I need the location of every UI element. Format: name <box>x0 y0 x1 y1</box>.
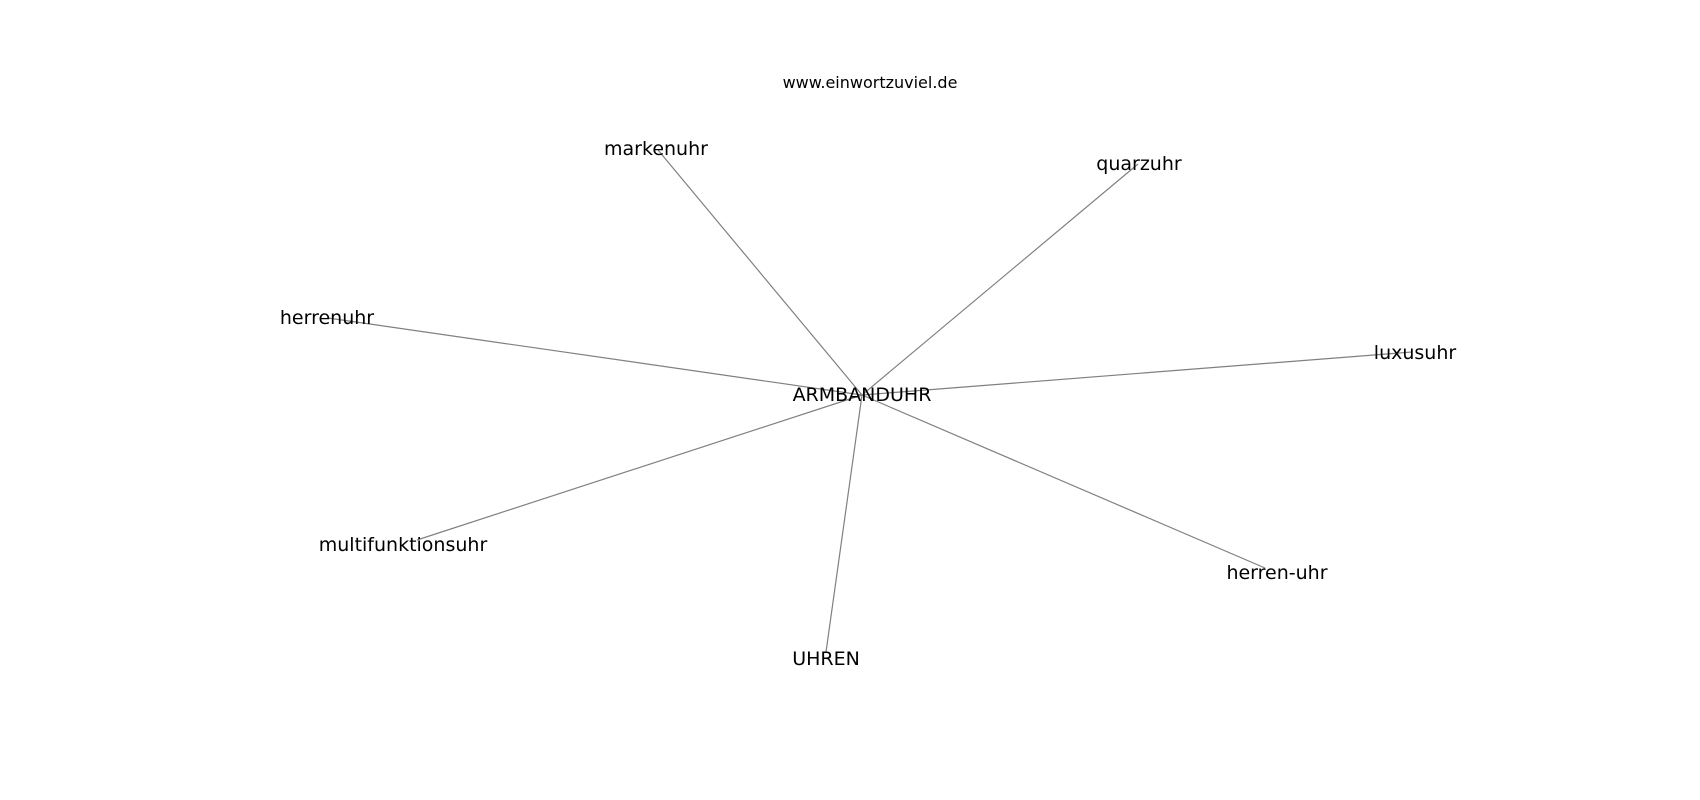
node-labels: ARMBANDUHR markenuhr quarzuhr herrenuhr … <box>280 138 1457 670</box>
edges <box>327 149 1413 653</box>
node-quarzuhr: quarzuhr <box>1096 153 1182 175</box>
edge-luxusuhr <box>861 351 1413 396</box>
edge-herren-uhr <box>861 394 1266 569</box>
edge-herrenuhr <box>327 317 863 396</box>
node-center-armbanduhr: ARMBANDUHR <box>793 384 932 406</box>
node-markenuhr: markenuhr <box>604 138 708 160</box>
edge-multifunktionsuhr <box>416 394 863 541</box>
edge-markenuhr <box>657 149 863 396</box>
node-luxusuhr: luxusuhr <box>1374 342 1457 364</box>
node-herren-uhr: herren-uhr <box>1226 562 1327 584</box>
edge-uhren <box>825 394 863 653</box>
node-multifunktionsuhr: multifunktionsuhr <box>319 534 488 556</box>
node-uhren: UHREN <box>792 648 860 670</box>
edge-quarzuhr <box>861 163 1139 396</box>
node-herrenuhr: herrenuhr <box>280 307 374 329</box>
watermark-text: www.einwortzuviel.de <box>783 73 958 92</box>
